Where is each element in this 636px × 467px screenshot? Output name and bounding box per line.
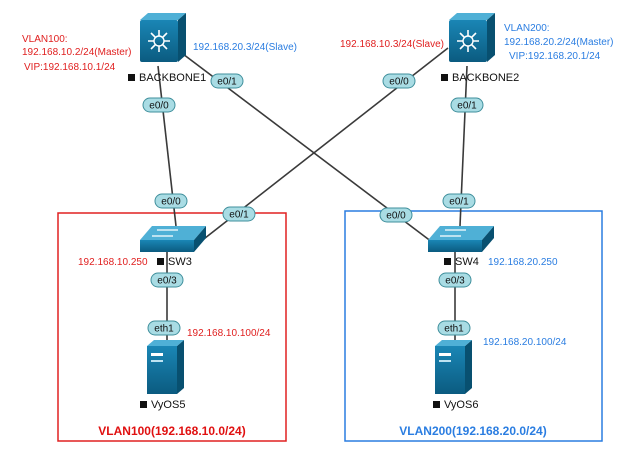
port-bb2-e00: e0/0 <box>382 73 416 89</box>
svg-text:e0/0: e0/0 <box>389 77 409 88</box>
sw3-device[interactable]: SW3 <box>140 226 206 268</box>
ports: e0/0 e0/1 e0/0 e0/1 e0/0 e0/1 e0/3 e0/0 <box>142 73 484 336</box>
svg-text:eth1: eth1 <box>154 324 174 335</box>
port-sw4-e00: e0/0 <box>379 207 413 223</box>
port-bb1-e01: e0/1 <box>210 73 244 89</box>
vyos6-ip: 192.168.20.100/24 <box>483 337 567 348</box>
server-icon <box>435 340 472 394</box>
sw4-label: SW4 <box>455 256 479 268</box>
backbone1-label: BACKBONE1 <box>139 72 206 84</box>
links <box>157 47 468 346</box>
port-bb2-e01: e0/1 <box>450 97 484 113</box>
vlan200-zone-title: VLAN200(192.168.20.0/24) <box>399 424 546 438</box>
svg-text:e0/0: e0/0 <box>386 211 406 222</box>
svg-text:e0/0: e0/0 <box>149 101 169 112</box>
port-bb1-e00: e0/0 <box>142 97 176 113</box>
vyos6-device[interactable]: VyOS6 <box>433 340 478 411</box>
port-sw3-e00: e0/0 <box>154 193 188 209</box>
svg-text:e0/3: e0/3 <box>445 276 465 287</box>
l2-switch-icon <box>428 226 494 252</box>
sw4-device[interactable]: SW4 <box>428 226 494 268</box>
bb2-vlan200-ip: 192.168.20.2/24(Master) <box>504 37 614 48</box>
bb1-vlan100-title: VLAN100: <box>22 34 68 45</box>
port-vyos5-eth1: eth1 <box>147 320 181 336</box>
bb2-vlan200-vip: VIP:192.168.20.1/24 <box>509 51 601 62</box>
l3-switch-icon <box>449 13 495 62</box>
svg-text:eth1: eth1 <box>444 324 464 335</box>
bb1-vlan200-ip: 192.168.20.3/24(Slave) <box>193 42 297 53</box>
svg-text:e0/1: e0/1 <box>217 77 237 88</box>
vyos6-label: VyOS6 <box>444 399 478 411</box>
vyos5-device[interactable]: VyOS5 <box>140 340 185 411</box>
sw3-ip: 192.168.10.250 <box>78 257 148 268</box>
sw3-label: SW3 <box>168 256 192 268</box>
port-sw3-e01: e0/1 <box>222 206 256 222</box>
backbone2-label: BACKBONE2 <box>452 72 519 84</box>
port-vyos6-eth1: eth1 <box>437 320 471 336</box>
vyos5-label: VyOS5 <box>151 399 185 411</box>
vlan100-zone <box>57 212 287 442</box>
vlan100-zone-title: VLAN100(192.168.10.0/24) <box>98 424 245 438</box>
port-sw3-e03: e0/3 <box>150 272 184 288</box>
sw4-ip: 192.168.20.250 <box>488 257 558 268</box>
svg-text:e0/0: e0/0 <box>161 197 181 208</box>
svg-text:e0/1: e0/1 <box>449 197 469 208</box>
svg-text:e0/1: e0/1 <box>229 210 249 221</box>
l2-switch-icon <box>140 226 206 252</box>
port-sw4-e03: e0/3 <box>438 272 472 288</box>
bb1-vlan100-vip: VIP:192.168.10.1/24 <box>24 62 116 73</box>
vyos5-ip: 192.168.10.100/24 <box>187 328 271 339</box>
backbone2-device[interactable]: BACKBONE2 <box>441 13 519 84</box>
svg-text:e0/1: e0/1 <box>457 101 477 112</box>
svg-text:e0/3: e0/3 <box>157 276 177 287</box>
bb1-vlan100-ip: 192.168.10.2/24(Master) <box>22 47 132 58</box>
port-sw4-e01: e0/1 <box>442 193 476 209</box>
l3-switch-icon <box>140 13 186 62</box>
bb2-vlan200-title: VLAN200: <box>504 23 550 34</box>
backbone1-device[interactable]: BACKBONE1 <box>128 13 206 84</box>
vlan200-zone <box>344 210 603 442</box>
bb2-vlan100-ip: 192.168.10.3/24(Slave) <box>340 39 444 50</box>
server-icon <box>147 340 184 394</box>
